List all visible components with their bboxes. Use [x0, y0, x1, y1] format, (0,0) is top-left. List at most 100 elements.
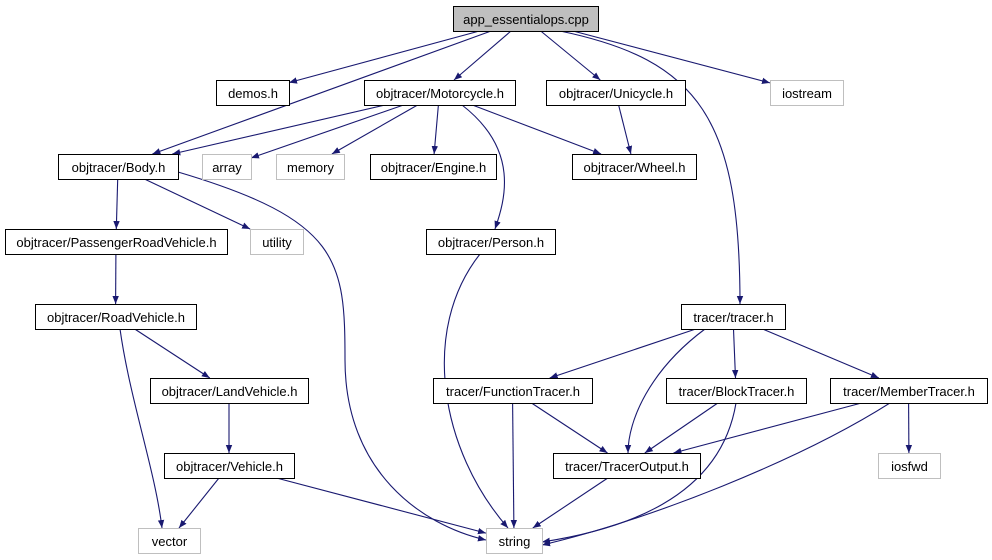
node-lv[interactable]: objtracer/LandVehicle.h: [150, 378, 309, 404]
node-label: tracer/tracer.h: [693, 310, 773, 325]
node-box: [164, 453, 295, 479]
edge-app-to-uni: [540, 30, 601, 81]
edge-moto-to-body: [172, 104, 386, 156]
edge-body-to-utility: [144, 178, 251, 230]
edge-app-to-demos: [288, 30, 480, 84]
edge-mt-to-string: [541, 402, 891, 547]
node-label: objtracer/Motorcycle.h: [376, 86, 504, 101]
node-prv[interactable]: objtracer/PassengerRoadVehicle.h: [5, 229, 228, 255]
edge-moto-to-engine: [431, 104, 439, 155]
node-label: tracer/TracerOutput.h: [565, 459, 689, 474]
node-box: [35, 304, 197, 330]
node-box: [681, 304, 786, 330]
node-label: app_essentialops.cpp: [463, 12, 589, 27]
node-tracer[interactable]: tracer/tracer.h: [681, 304, 786, 330]
node-box: [364, 80, 516, 106]
node-ft[interactable]: tracer/FunctionTracer.h: [433, 378, 593, 404]
edge-veh-to-vector: [178, 477, 220, 529]
edge-app-to-iostream: [572, 30, 771, 84]
node-box: [250, 229, 304, 255]
node-label: vector: [152, 534, 188, 549]
node-label: objtracer/Wheel.h: [584, 160, 686, 175]
edge-app-to-moto: [453, 30, 512, 81]
edge-rv-to-vector: [119, 328, 165, 529]
edge-mt-to-to: [673, 402, 862, 455]
node-label: objtracer/Unicycle.h: [559, 86, 673, 101]
node-box: [572, 154, 697, 180]
edge-rv-to-lv: [134, 328, 211, 379]
edge-to-to-string: [532, 477, 609, 529]
edge-moto-to-array: [250, 104, 404, 159]
node-box: [138, 528, 201, 554]
edge-body-to-prv: [113, 178, 120, 230]
node-iosfwd: iosfwd: [878, 453, 941, 479]
node-demos[interactable]: demos.h: [216, 80, 290, 106]
node-box: [546, 80, 686, 106]
edge-ft-to-to: [531, 402, 608, 454]
edge-moto-to-person: [461, 104, 505, 230]
node-label: utility: [262, 235, 292, 250]
node-body[interactable]: objtracer/Body.h: [58, 154, 179, 180]
node-label: tracer/BlockTracer.h: [679, 384, 795, 399]
node-app[interactable]: app_essentialops.cpp: [453, 6, 599, 32]
edge-tracer-to-to: [624, 328, 706, 454]
node-label: string: [499, 534, 531, 549]
node-box: [58, 154, 179, 180]
edge-tracer-to-mt: [762, 328, 880, 379]
node-vector: vector: [138, 528, 201, 554]
edge-veh-to-string: [276, 477, 487, 535]
node-label: objtracer/Body.h: [72, 160, 166, 175]
node-box: [830, 378, 988, 404]
node-box: [453, 6, 599, 32]
node-memory: memory: [276, 154, 345, 180]
node-box: [202, 154, 252, 180]
node-box: [770, 80, 844, 106]
node-box: [150, 378, 309, 404]
node-label: memory: [287, 160, 334, 175]
node-box: [276, 154, 345, 180]
edge-app-to-body: [152, 30, 492, 155]
node-box: [433, 378, 593, 404]
edge-app-to-tracer: [559, 30, 744, 305]
edge-ft-to-string: [510, 402, 518, 529]
node-box: [216, 80, 290, 106]
node-moto[interactable]: objtracer/Motorcycle.h: [364, 80, 516, 106]
node-label: objtracer/Engine.h: [381, 160, 487, 175]
node-utility: utility: [250, 229, 304, 255]
node-to[interactable]: tracer/TracerOutput.h: [553, 453, 701, 479]
node-label: objtracer/PassengerRoadVehicle.h: [16, 235, 216, 250]
node-label: iosfwd: [891, 459, 928, 474]
node-bt[interactable]: tracer/BlockTracer.h: [666, 378, 807, 404]
node-mt[interactable]: tracer/MemberTracer.h: [830, 378, 988, 404]
edge-bt-to-string: [541, 402, 737, 544]
node-string: string: [486, 528, 543, 554]
edge-layer: [112, 30, 913, 547]
node-label: objtracer/Person.h: [438, 235, 544, 250]
edge-bt-to-to: [644, 402, 719, 454]
node-label: objtracer/Vehicle.h: [176, 459, 283, 474]
node-box: [370, 154, 497, 180]
node-label: iostream: [782, 86, 832, 101]
node-uni[interactable]: objtracer/Unicycle.h: [546, 80, 686, 106]
node-engine[interactable]: objtracer/Engine.h: [370, 154, 497, 180]
node-label: tracer/MemberTracer.h: [843, 384, 975, 399]
edge-moto-to-memory: [331, 104, 418, 155]
edge-tracer-to-bt: [731, 328, 739, 379]
node-label: tracer/FunctionTracer.h: [446, 384, 580, 399]
node-box: [666, 378, 807, 404]
node-label: array: [212, 160, 242, 175]
node-label: objtracer/RoadVehicle.h: [47, 310, 185, 325]
node-rv[interactable]: objtracer/RoadVehicle.h: [35, 304, 197, 330]
node-label: objtracer/LandVehicle.h: [162, 384, 298, 399]
node-veh[interactable]: objtracer/Vehicle.h: [164, 453, 295, 479]
edge-moto-to-wheel: [472, 104, 602, 155]
node-box: [5, 229, 228, 255]
node-array: array: [202, 154, 252, 180]
edge-uni-to-wheel: [618, 104, 633, 155]
node-layer: app_essentialops.cpp demos.h objtracer/Mot…: [5, 6, 988, 554]
node-label: demos.h: [228, 86, 278, 101]
node-box: [553, 453, 701, 479]
node-person[interactable]: objtracer/Person.h: [426, 229, 556, 255]
node-wheel[interactable]: objtracer/Wheel.h: [572, 154, 697, 180]
